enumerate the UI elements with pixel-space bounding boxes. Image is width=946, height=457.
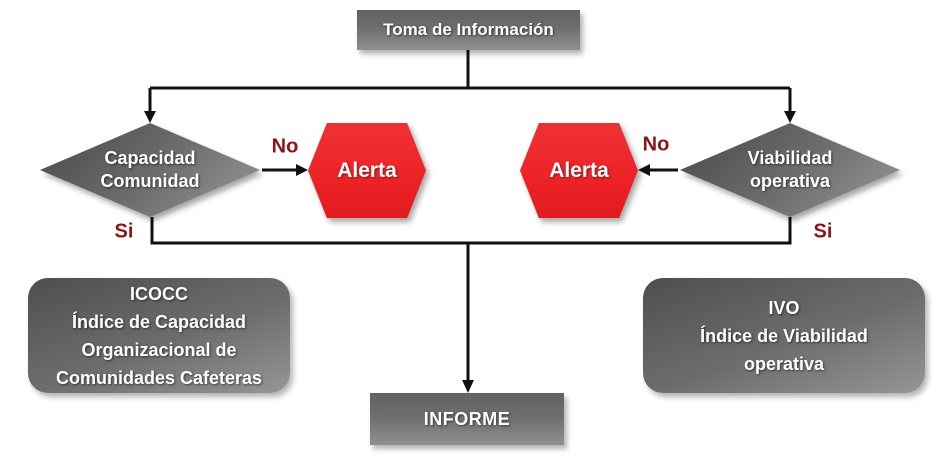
hexagon-shape: Alerta — [520, 123, 638, 218]
result-left-line3: Organizacional de — [81, 339, 237, 360]
start-box: Toma de Información — [357, 10, 580, 50]
report-box-label: INFORME — [423, 408, 511, 429]
alert-hexagon-right: Alerta — [520, 123, 638, 218]
arrowhead-report — [462, 380, 474, 393]
edge-si-join — [150, 217, 792, 245]
decision-viabilidad-operativa: Viabilidad operativa — [680, 123, 900, 217]
diamond-shape: Viabilidad operativa — [680, 123, 900, 217]
report-box: INFORME — [370, 393, 564, 445]
alert-left-label: Alerta — [337, 158, 397, 182]
result-right-line1: IVO — [768, 297, 800, 318]
result-left-line1: ICOCC — [130, 283, 188, 304]
result-right-line3: operativa — [743, 353, 825, 374]
alert-right-label: Alerta — [549, 158, 609, 182]
decision-left-line1: Capacidad — [104, 148, 196, 168]
arrowhead-no-right — [638, 164, 650, 176]
decision-right-line1: Viabilidad — [747, 148, 833, 168]
arrowhead-right-decision — [784, 111, 796, 123]
hexagon-shape: Alerta — [308, 123, 426, 218]
result-left-line2: Índice de Capacidad — [71, 311, 247, 332]
diamond-shape: Capacidad Comunidad — [40, 123, 260, 217]
edge-label-no-left: No — [271, 135, 299, 158]
decision-capacidad-comunidad: Capacidad Comunidad — [40, 123, 260, 217]
alert-hexagon-left: Alerta — [308, 123, 426, 218]
result-left-line4: Comunidades Cafeteras — [55, 367, 263, 388]
edge-label-si-right: Si — [813, 220, 833, 243]
result-box-icocc: ICOCC Índice de Capacidad Organizacional… — [28, 278, 290, 393]
arrowhead-no-left — [296, 164, 308, 176]
decision-left-line2: Comunidad — [100, 171, 200, 191]
result-right-line2: Índice de Viabilidad — [700, 325, 868, 346]
start-box-label: Toma de Información — [383, 20, 554, 39]
edge-label-no-right: No — [642, 133, 670, 156]
result-box-ivo: IVO Índice de Viabilidad operativa — [643, 278, 925, 393]
decision-right-line2: operativa — [749, 171, 831, 191]
arrowhead-left-decision — [144, 111, 156, 123]
edge-label-si-left: Si — [114, 220, 134, 243]
